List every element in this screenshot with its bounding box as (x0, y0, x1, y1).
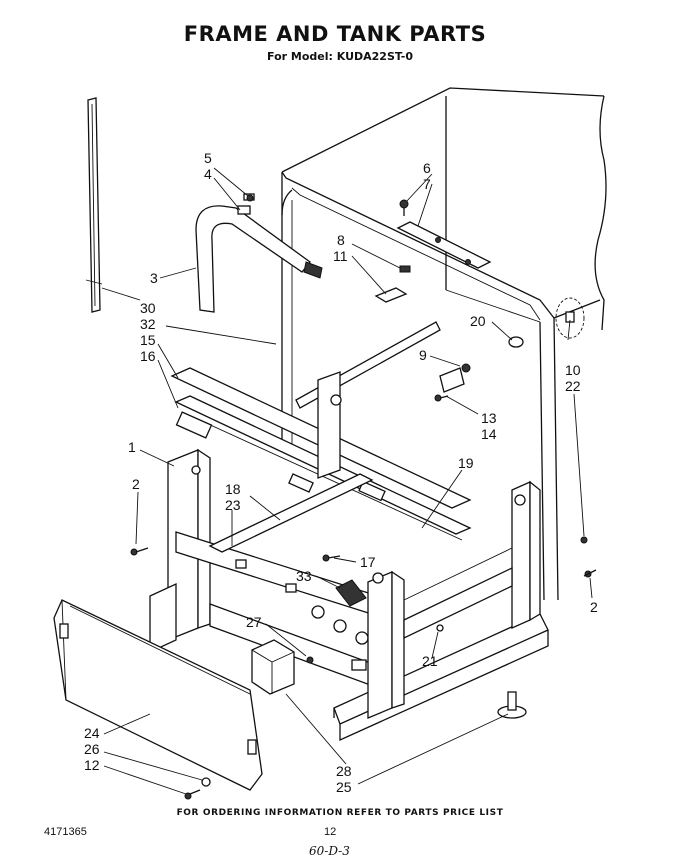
callout-14: 14 (481, 426, 497, 442)
front-frame (149, 371, 385, 691)
callout-24: 24 (84, 725, 100, 741)
callout-4: 4 (204, 166, 212, 182)
callout-labels: 5 4 6 7 8 11 3 30 32 15 16 20 9 10 22 13… (84, 150, 598, 795)
mount-bracket (434, 336, 524, 402)
callout-18: 18 (225, 481, 241, 497)
callout-11: 11 (333, 248, 348, 264)
callout-28: 28 (336, 763, 352, 779)
callout-8: 8 (337, 232, 345, 248)
callout-27: 27 (246, 614, 262, 630)
callout-13: 13 (481, 410, 497, 426)
tank-shell (281, 87, 607, 601)
tub-clip (374, 265, 411, 303)
page-title: FRAME AND TANK PARTS (183, 22, 487, 46)
callout-20: 20 (470, 313, 486, 329)
handwritten-note: 60-D-3 (309, 844, 350, 858)
model-subtitle: For Model: KUDA22ST-0 (267, 50, 413, 63)
callout-16: 16 (140, 348, 156, 364)
callout-2: 2 (132, 476, 140, 492)
callout-33: 33 (296, 568, 312, 584)
callout-32: 32 (140, 316, 156, 332)
callout-10: 10 (565, 362, 581, 378)
page-number: 12 (324, 826, 337, 838)
callout-3: 3 (150, 270, 158, 286)
door-side-trim (85, 97, 103, 313)
ordering-note: FOR ORDERING INFORMATION REFER TO PARTS … (176, 808, 504, 818)
callout-26: 26 (84, 741, 100, 757)
callout-7: 7 (423, 176, 431, 192)
callout-9: 9 (419, 347, 427, 363)
side-bracket (555, 297, 585, 339)
motor-shield (251, 639, 295, 695)
callout-5: 5 (204, 150, 212, 166)
callout-15: 15 (140, 332, 156, 348)
toe-panel (53, 599, 263, 791)
leader-lines (101, 167, 593, 795)
document-number: 4171365 (44, 826, 87, 838)
base-frame (208, 473, 549, 742)
callout-1: 1 (128, 439, 136, 455)
callout-12: 12 (84, 757, 100, 773)
callout-21: 21 (422, 653, 438, 669)
leveling-leg (497, 691, 527, 719)
callout-2b: 2 (590, 599, 598, 615)
callout-22: 22 (565, 378, 581, 394)
callout-17: 17 (360, 554, 376, 570)
vent-duct (195, 193, 323, 313)
screws (130, 194, 597, 800)
callout-19: 19 (458, 455, 474, 471)
callout-6: 6 (423, 160, 431, 176)
callout-23: 23 (225, 497, 241, 513)
callout-25: 25 (336, 779, 352, 795)
callout-30: 30 (140, 300, 156, 316)
hinge-bracket (396, 199, 492, 269)
hinge-cover (335, 579, 367, 607)
